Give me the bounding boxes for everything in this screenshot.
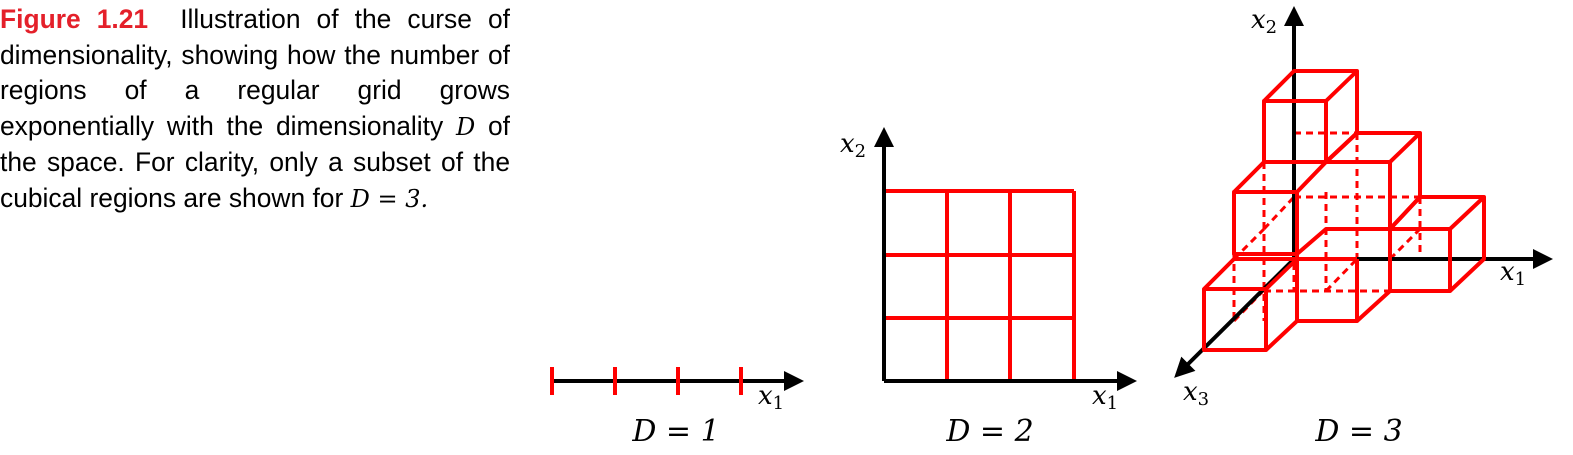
d1-panel-title: D = 1 <box>631 414 719 449</box>
caption-text-part-1: Illustration of the curse of dimensional… <box>0 4 510 141</box>
caption-text-part-2: of the space. For clarity, only a subset… <box>0 110 510 213</box>
panel-d1: x1 D = 1 <box>550 367 804 449</box>
d3-axis-x-label: x1 <box>1500 257 1526 290</box>
panel-d3: x1 x2 x3 D = 3 <box>1174 5 1553 449</box>
d3-cube-bottom-right <box>1388 195 1486 293</box>
d1-grid-ticks <box>550 367 743 395</box>
d2-grid <box>884 189 1076 381</box>
d2-axis-y-label: x2 <box>840 129 866 162</box>
d3-hidden-edge <box>1324 257 1359 293</box>
d3-hidden-edge <box>1262 195 1296 231</box>
d3-axis-y-label: x2 <box>1251 5 1277 38</box>
d3-axis-z-label: x3 <box>1183 377 1209 410</box>
d1-axis-x-label: x1 <box>758 381 784 414</box>
d3-panel-title: D = 3 <box>1314 414 1402 449</box>
figure-caption: Figure 1.21 Illustration of the curse of… <box>0 2 510 218</box>
d3-hidden-edge <box>1388 227 1422 261</box>
d2-axis-x-label: x1 <box>1092 381 1118 414</box>
d3-visible-edges <box>1202 69 1486 352</box>
d3-cube-bottom-middle <box>1295 227 1392 323</box>
caption-math-d3: D = 3. <box>350 184 429 213</box>
panel-d2: x1 x2 D = 2 <box>840 127 1137 449</box>
d2-panel-title: D = 2 <box>945 414 1033 449</box>
caption-math-d: D <box>455 112 476 141</box>
figure-label: Figure 1.21 <box>0 4 149 34</box>
